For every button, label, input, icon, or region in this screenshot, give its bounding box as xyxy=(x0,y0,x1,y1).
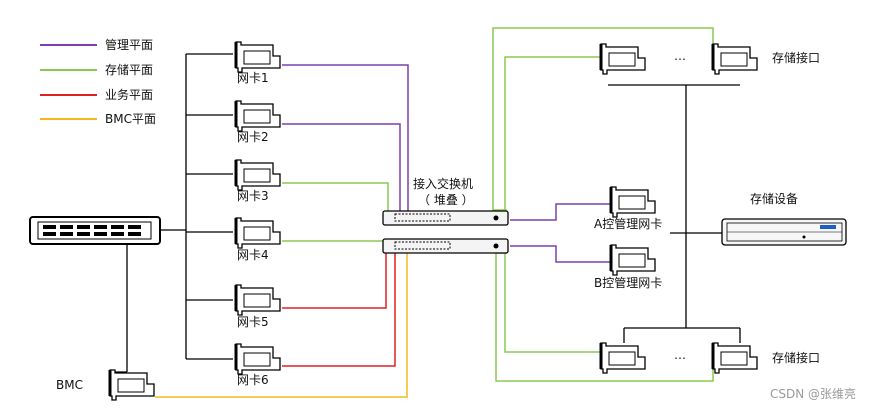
storage-port-top-label: 存储接口 xyxy=(772,50,820,65)
nic-label-3: 网卡3 xyxy=(237,189,269,203)
switch-top xyxy=(382,210,509,226)
nic-card-icon-4 xyxy=(234,216,282,250)
nic-card-icon-3 xyxy=(234,158,282,192)
switch-title: 接入交换机 xyxy=(413,176,473,191)
nic-label-2: 网卡2 xyxy=(237,130,269,144)
nic-label-4: 网卡4 xyxy=(237,248,269,262)
mgmt-link-ctrl-a xyxy=(510,203,611,221)
bmc-link xyxy=(155,253,408,398)
switch-bottom xyxy=(382,238,509,254)
storage-device-label: 存储设备 xyxy=(750,191,798,206)
storage-port-top-card-2 xyxy=(711,42,759,76)
nic-card-icon-1 xyxy=(234,40,282,74)
server xyxy=(29,216,161,245)
storage-link-top-outer xyxy=(492,27,714,211)
nic-label-1: 网卡1 xyxy=(237,71,269,85)
controller-b-card-icon xyxy=(609,243,657,277)
storage-port-bottom-card-1 xyxy=(599,341,647,375)
storage-port-top-card-1 xyxy=(599,42,647,76)
storage-port-bottom-ellipsis: … xyxy=(674,348,686,362)
nic-label-5: 网卡5 xyxy=(237,315,269,329)
storage-port-bottom-card-2 xyxy=(711,341,759,375)
nic-card-icon-5 xyxy=(234,283,282,317)
storage-device xyxy=(721,218,847,246)
bmc-label: BMC xyxy=(56,378,83,392)
storage-link-bottom-inner xyxy=(504,249,601,353)
storage-link-top-inner xyxy=(504,56,601,214)
legend: 管理平面 存储平面 业务平面 BMC平面 xyxy=(40,37,156,126)
controller-a-label: A控管理网卡 xyxy=(594,216,662,231)
legend-bmc-label: BMC平面 xyxy=(105,112,156,126)
nic-card-icon-2 xyxy=(234,99,282,133)
controller-b-label: B控管理网卡 xyxy=(594,275,662,290)
nic-card-icon-6 xyxy=(234,342,282,376)
nic-cards: 网卡1 网卡2 网卡3 网卡4 网卡5 网卡6 xyxy=(234,40,282,387)
legend-mgmt-label: 管理平面 xyxy=(105,37,153,52)
storage-port-bottom-label: 存储接口 xyxy=(772,350,820,365)
mgmt-link-nic1 xyxy=(282,64,409,213)
business-link-nic6 xyxy=(282,253,396,367)
legend-storage-label: 存储平面 xyxy=(105,62,153,77)
structure-lines xyxy=(110,53,741,373)
controller-a-card-icon xyxy=(609,185,657,219)
bmc-card-icon xyxy=(108,368,156,402)
legend-business-label: 业务平面 xyxy=(105,87,153,102)
mgmt-link-ctrl-b xyxy=(510,245,611,263)
switch-subtitle: （ 堆叠 ） xyxy=(418,193,474,207)
storage-port-top-ellipsis: … xyxy=(674,49,686,63)
business-link-nic5 xyxy=(282,253,387,309)
nic-label-6: 网卡6 xyxy=(237,373,269,387)
mgmt-link-nic2 xyxy=(282,123,401,213)
storage-link-nic3 xyxy=(282,182,389,213)
watermark: CSDN @张维亮 xyxy=(770,386,856,401)
